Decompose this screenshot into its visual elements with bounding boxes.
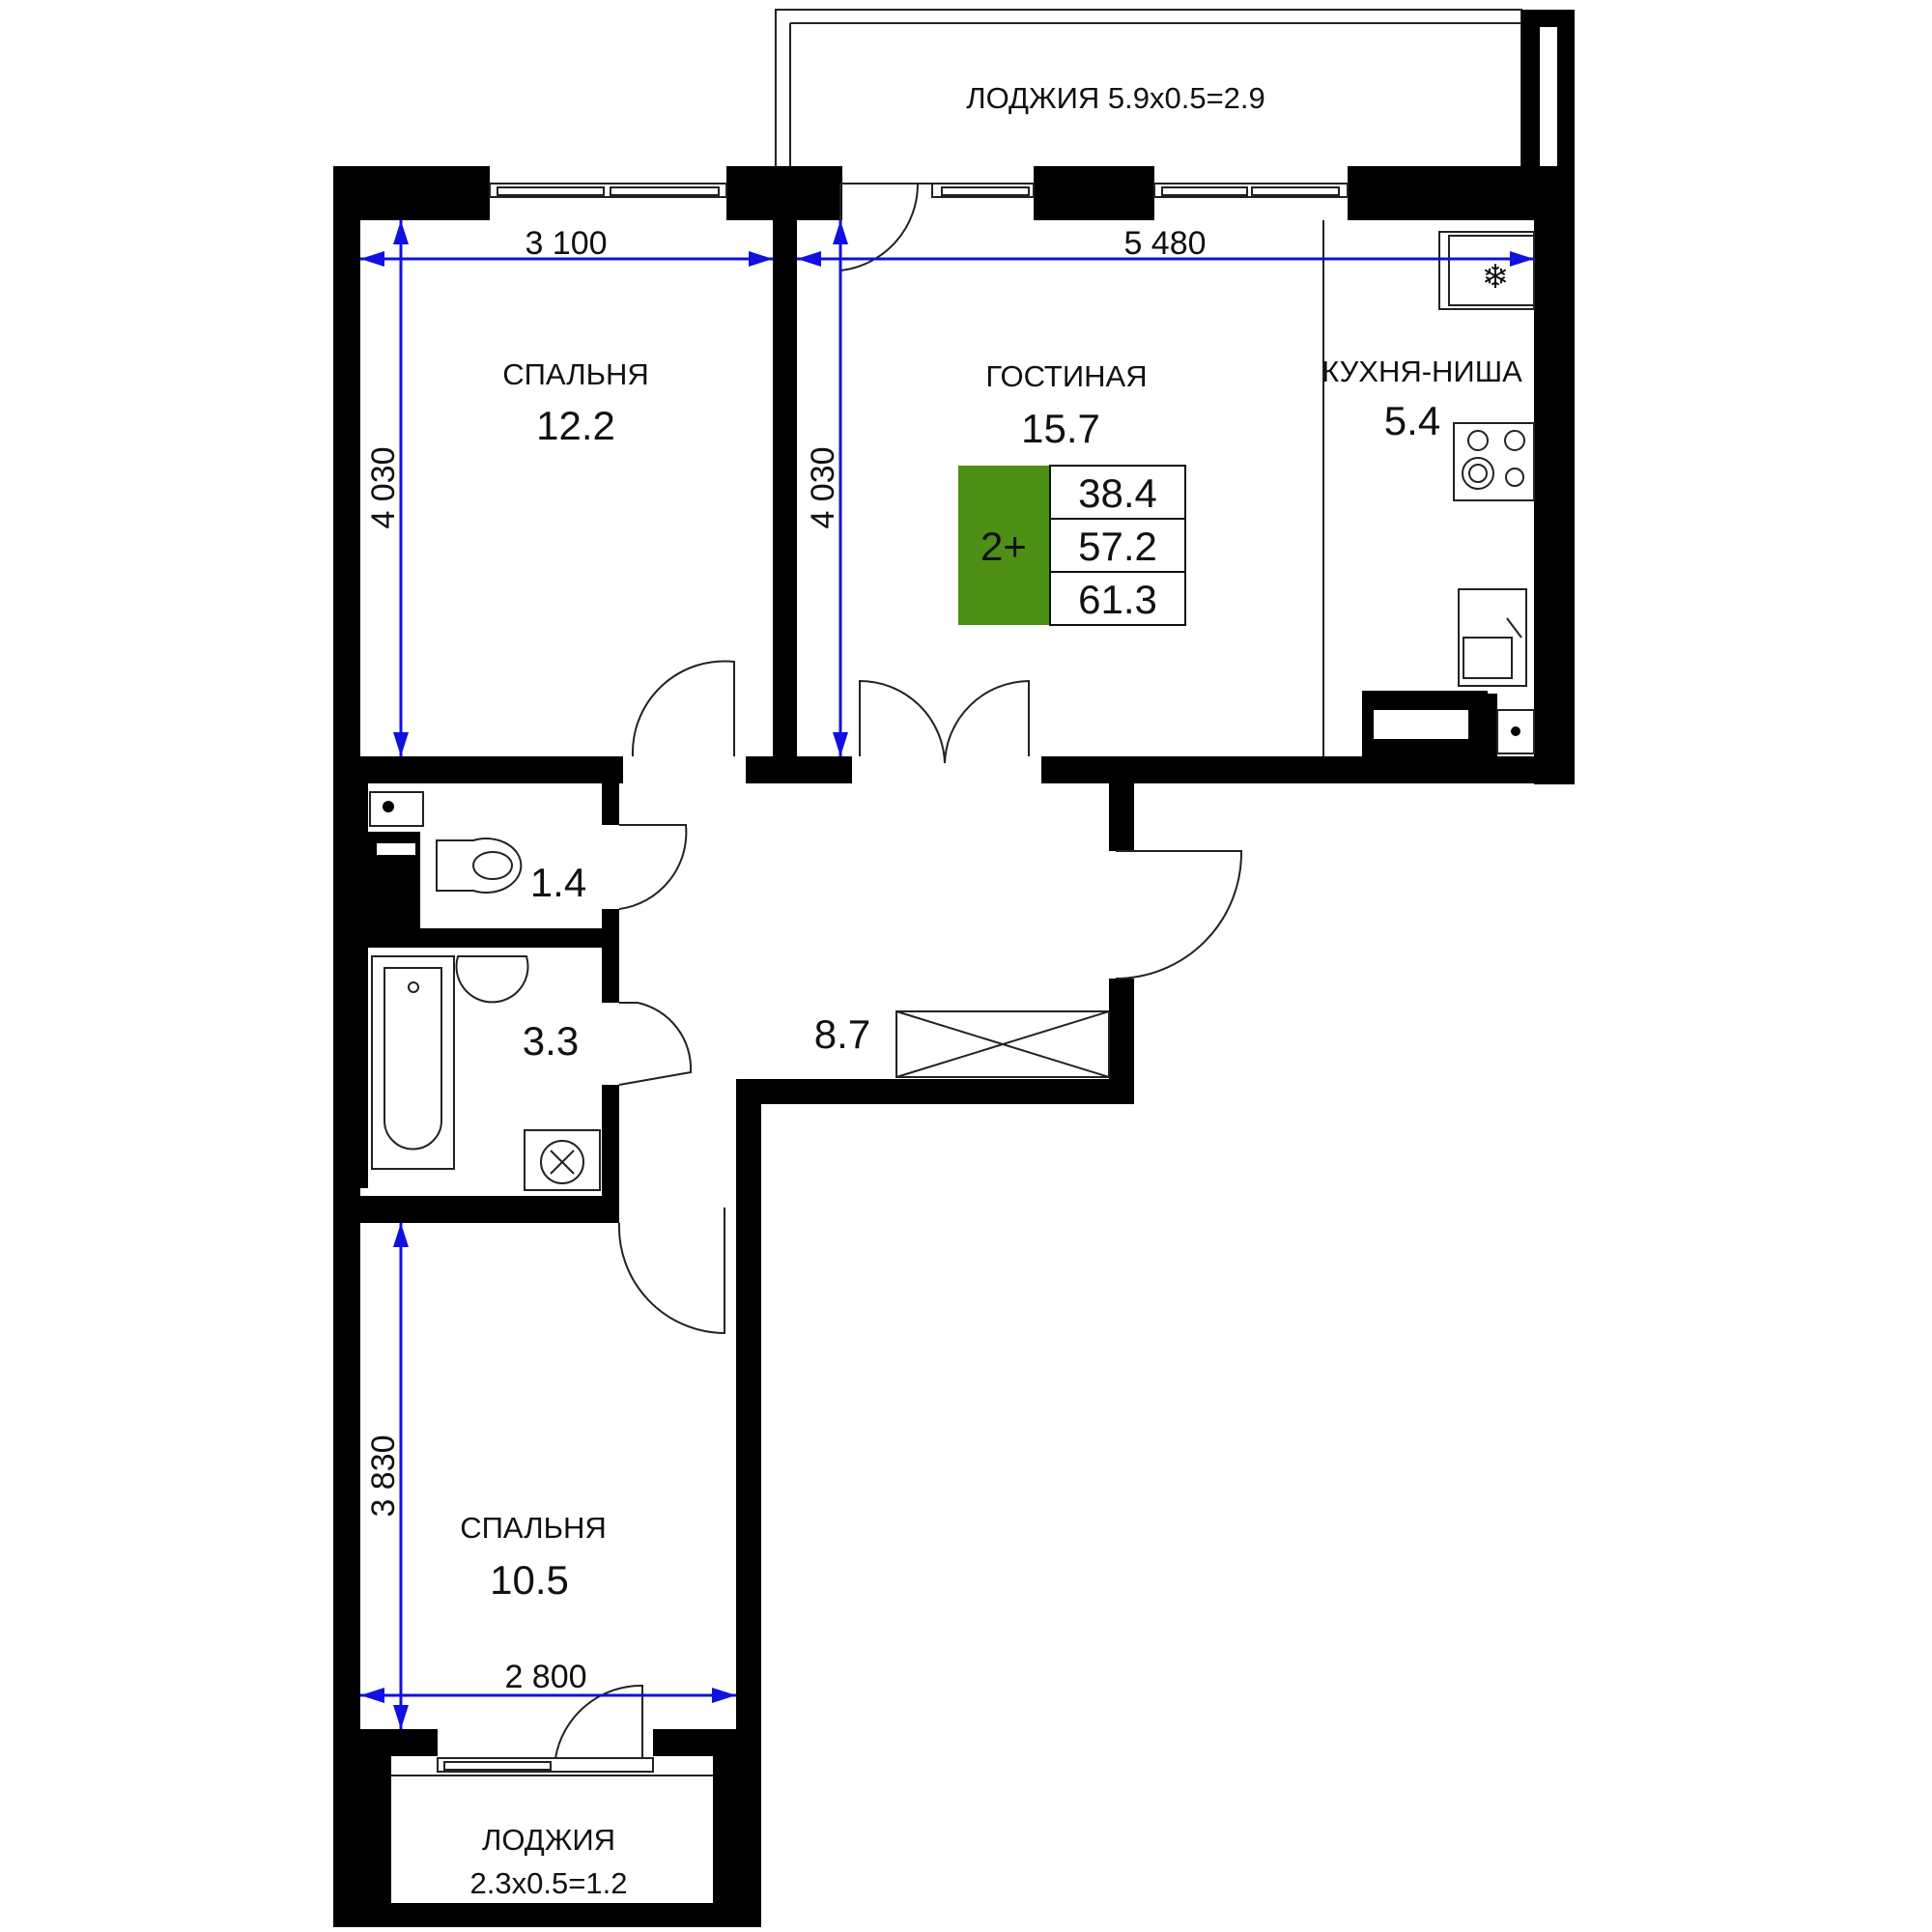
kitchen-name: КУХНЯ-НИША — [1321, 355, 1522, 388]
badge-living-area: 38.4 — [1078, 470, 1157, 516]
loggia-top: ЛОДЖИЯ 5.9х0.5=2.9 — [775, 9, 1575, 174]
fridge-icon: ❄ — [1482, 259, 1510, 296]
window-bedroom-top — [489, 183, 727, 198]
bedroom-bottom-name: СПАЛЬНЯ — [460, 1511, 607, 1545]
badge-rooms: 2+ — [980, 524, 1027, 569]
bedroom-top-name: СПАЛЬНЯ — [502, 357, 649, 391]
dim-living-width: 5 480 — [1123, 225, 1206, 262]
bedroom-top-area: 12.2 — [536, 403, 615, 448]
walls — [333, 166, 1575, 1927]
bathtub-icon — [371, 955, 455, 1170]
bath-area: 3.3 — [523, 1018, 579, 1064]
window-bedroom-bottom — [437, 1757, 654, 1773]
living-area: 15.7 — [1021, 406, 1100, 451]
badge-total-area: 57.2 — [1078, 524, 1157, 569]
summary-badge: 2+ 38.4 57.2 61.3 — [958, 465, 1186, 626]
sink-icon — [455, 955, 529, 1004]
window-kitchen — [1153, 183, 1349, 198]
window-living — [840, 183, 1035, 198]
hall-wardrobe — [895, 1010, 1110, 1078]
dim-living-height: 4 030 — [805, 446, 841, 528]
dim-bedroom-bottom-height: 3 830 — [365, 1435, 402, 1517]
toilet-icon — [436, 838, 523, 894]
loggia-top-label: ЛОДЖИЯ 5.9х0.5=2.9 — [966, 81, 1265, 115]
wc-area: 1.4 — [530, 860, 586, 905]
loggia-bottom-name: ЛОДЖИЯ — [482, 1823, 615, 1857]
kitchen-area: 5.4 — [1384, 398, 1440, 443]
dim-bedroom-top-height: 4 030 — [365, 446, 402, 528]
badge-rooms-box — [958, 466, 1050, 625]
bathroom-fixtures — [369, 791, 601, 1191]
dim-bedroom-top-width: 3 100 — [525, 225, 607, 262]
dim-bedroom-bottom-width: 2 800 — [504, 1659, 586, 1695]
dimension-lines — [360, 220, 1534, 1729]
badge-total-with-loggia: 61.3 — [1078, 577, 1157, 622]
bedroom-bottom-area: 10.5 — [490, 1557, 569, 1603]
kitchen-furniture: ❄ — [1362, 231, 1535, 756]
doors — [554, 183, 1243, 1759]
loggia-bottom-formula: 2.3х0.5=1.2 — [470, 1866, 628, 1900]
washing-machine-icon — [524, 1129, 601, 1191]
living-name: ГОСТИНАЯ — [985, 359, 1147, 393]
hall-area: 8.7 — [814, 1011, 870, 1057]
